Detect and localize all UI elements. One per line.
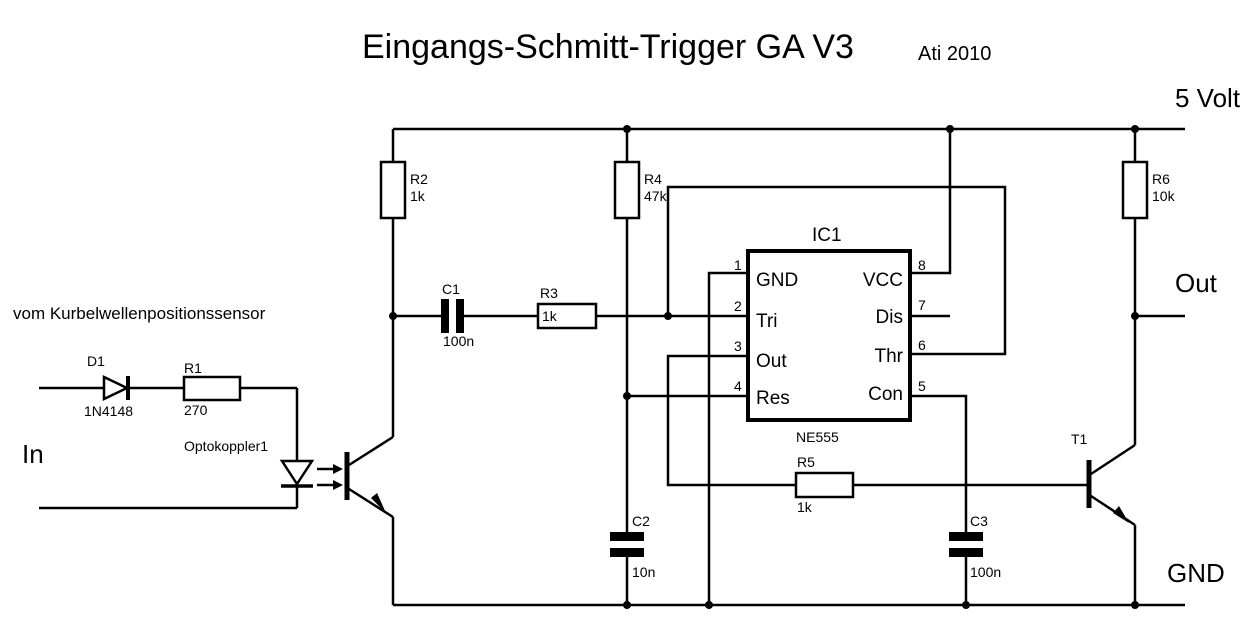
pin-number: 1 [734, 257, 742, 273]
resistor-r3-symbol [536, 302, 598, 330]
pin-name: Res [756, 388, 790, 409]
pin-name: Dis [876, 307, 903, 328]
pin-name: Thr [875, 346, 904, 367]
resistor-r1-symbol [182, 375, 242, 402]
r6-value: 10k [1152, 188, 1176, 204]
light-arrow-icon [317, 464, 343, 490]
supply-rail-label: 5 Volt [1175, 83, 1241, 113]
output-label: Out [1175, 268, 1218, 298]
r3-ref: R3 [540, 285, 558, 301]
ground-rail-label: GND [1167, 558, 1225, 588]
r5-ref: R5 [797, 454, 815, 470]
capacitor-c3-plate [949, 532, 983, 541]
d1-ref: D1 [87, 353, 105, 369]
r3-value: 1k [542, 308, 558, 324]
pin-name: Tri [756, 311, 777, 332]
capacitor-c2-plate [610, 532, 644, 541]
r4-ref: R4 [644, 171, 662, 187]
t1-ref: T1 [1071, 431, 1088, 447]
ic1-body [746, 249, 912, 422]
output-stage: R6 10k T1 [1071, 129, 1185, 605]
ic-con-wire [910, 394, 968, 533]
r4-value: 47k [644, 188, 668, 204]
pin-number: 5 [918, 378, 926, 394]
opto-ref: Optokoppler1 [184, 438, 268, 454]
opto-transistor-symbol [344, 435, 394, 519]
resistor-r6-symbol [1121, 160, 1149, 220]
r1-value: 270 [184, 402, 208, 418]
vcc-wire [910, 129, 952, 275]
r6-ref: R6 [1152, 171, 1170, 187]
pin-name: Out [756, 351, 787, 372]
ic1-ne555: IC1 NE555 1 GND 2 Tri 3 Out 4 Res 5 Con … [734, 225, 926, 445]
source-note: vom Kurbelwellenpositionssensor [13, 304, 266, 323]
capacitor-c1-plate [441, 299, 449, 333]
c2-ref: C2 [632, 513, 650, 529]
capacitor-c2-plate [610, 548, 644, 557]
resistor-r5-symbol [794, 471, 855, 499]
c3-value: 100n [970, 564, 1001, 580]
pin-name: GND [756, 270, 798, 291]
r2-branch: R2 1k [379, 129, 428, 605]
c2-value: 10n [632, 564, 655, 580]
pin-number: 7 [918, 297, 926, 313]
ground-rail [393, 601, 1185, 609]
pin-number: 2 [734, 298, 742, 314]
r5-value: 1k [797, 499, 813, 515]
ic1-ref: IC1 [812, 225, 842, 246]
author-year-label: Ati 2010 [918, 43, 991, 65]
c1-value: 100n [443, 333, 474, 349]
ic1-part: NE555 [796, 429, 839, 445]
trigger-threshold-wire [666, 185, 1007, 356]
ic-out-wire [666, 354, 796, 487]
pin-number: 8 [918, 257, 926, 273]
pin-name: Con [868, 384, 903, 405]
c1-r3-path: C1 100n R3 1k [393, 281, 748, 349]
diode-d1-symbol [102, 375, 130, 401]
pin-name: VCC [863, 270, 903, 291]
r2-value: 1k [410, 188, 426, 204]
opto-led-symbol [279, 459, 315, 487]
transistor-t1-symbol [1086, 443, 1136, 527]
pin-number: 4 [734, 378, 742, 394]
input-label: In [22, 439, 44, 469]
c3-ref: C3 [970, 513, 988, 529]
supply-rail [393, 125, 1185, 133]
input-network: D1 1N4148 R1 270 Optokoppler1 [39, 353, 394, 519]
schematic-title: Eingangs-Schmitt-Trigger GA V3 [362, 28, 854, 66]
r4-c2-branch: R4 47k C2 10n [610, 129, 748, 605]
r1-ref: R1 [184, 360, 202, 376]
ic-gnd-wire [707, 271, 748, 605]
pin-number: 6 [918, 337, 926, 353]
r2-ref: R2 [410, 171, 428, 187]
c1-ref: C1 [442, 281, 460, 297]
capacitor-c3-plate [949, 548, 983, 557]
capacitor-c1-plate [456, 299, 464, 333]
d1-value: 1N4148 [84, 403, 133, 419]
resistor-r4-symbol [613, 160, 641, 220]
pin-number: 3 [734, 338, 742, 354]
resistor-r2-symbol [379, 160, 407, 220]
